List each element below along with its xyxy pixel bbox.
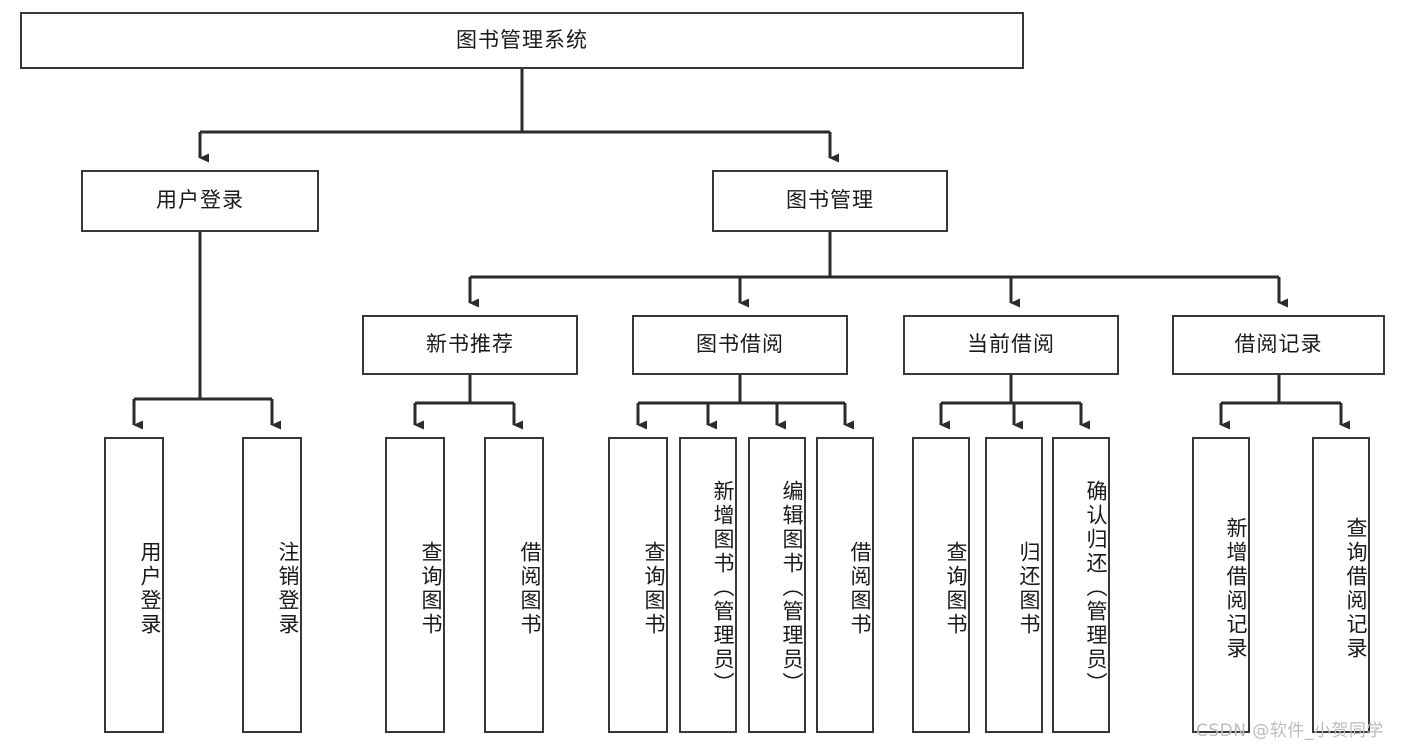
node-borrow-record[interactable]: 借阅记录 xyxy=(1172,315,1385,375)
node-label: 借阅图书 xyxy=(848,541,872,637)
node-label: 归还图书 xyxy=(1017,541,1041,637)
node-leaf-rec-borrow[interactable]: 借阅图书 xyxy=(484,437,544,733)
node-book-manage[interactable]: 图书管理 xyxy=(712,170,948,232)
node-label: 当前借阅 xyxy=(967,332,1055,357)
node-label: 编辑图书（管理员） xyxy=(780,480,804,696)
node-label: 注销登录 xyxy=(276,541,300,637)
node-new-book-rec[interactable]: 新书推荐 xyxy=(362,315,578,375)
node-leaf-borrow-edit[interactable]: 编辑图书（管理员） xyxy=(748,437,806,733)
node-user-login[interactable]: 用户登录 xyxy=(81,170,319,232)
node-label: 图书借阅 xyxy=(696,332,784,357)
node-label: 新书推荐 xyxy=(426,332,514,357)
node-label: 借阅记录 xyxy=(1234,332,1323,357)
node-leaf-user-login[interactable]: 用户登录 xyxy=(104,437,164,733)
node-label: 新增图书（管理员） xyxy=(711,480,735,696)
node-label: 查询借阅记录 xyxy=(1344,517,1368,661)
csdn-watermark: CSDN @软件_小贺同学 xyxy=(1196,721,1384,741)
node-label: 图书管理系统 xyxy=(456,27,588,52)
node-leaf-rec-query[interactable]: 查询图书 xyxy=(385,437,445,733)
node-label: 新增借阅记录 xyxy=(1224,517,1248,661)
node-leaf-borrow-add[interactable]: 新增图书（管理员） xyxy=(679,437,737,733)
node-leaf-borrow-do[interactable]: 借阅图书 xyxy=(816,437,874,733)
node-book-borrow[interactable]: 图书借阅 xyxy=(632,315,848,375)
node-root[interactable]: 图书管理系统 xyxy=(20,12,1024,69)
node-label: 查询图书 xyxy=(419,541,443,637)
node-leaf-borrow-query[interactable]: 查询图书 xyxy=(608,437,668,733)
node-current-borrow[interactable]: 当前借阅 xyxy=(903,315,1119,375)
node-leaf-cur-return[interactable]: 归还图书 xyxy=(985,437,1043,733)
node-label: 借阅图书 xyxy=(518,541,542,637)
node-label: 查询图书 xyxy=(642,541,666,637)
node-leaf-cur-confirm[interactable]: 确认归还（管理员） xyxy=(1052,437,1110,733)
node-label: 查询图书 xyxy=(944,541,968,637)
node-label: 用户登录 xyxy=(156,188,244,213)
node-leaf-user-logout[interactable]: 注销登录 xyxy=(242,437,302,733)
node-leaf-cur-query[interactable]: 查询图书 xyxy=(912,437,970,733)
node-label: 确认归还（管理员） xyxy=(1084,480,1108,696)
node-leaf-rec-add[interactable]: 新增借阅记录 xyxy=(1192,437,1250,733)
node-label: 图书管理 xyxy=(786,188,874,213)
node-leaf-rec-search[interactable]: 查询借阅记录 xyxy=(1312,437,1370,733)
node-label: 用户登录 xyxy=(138,541,162,637)
